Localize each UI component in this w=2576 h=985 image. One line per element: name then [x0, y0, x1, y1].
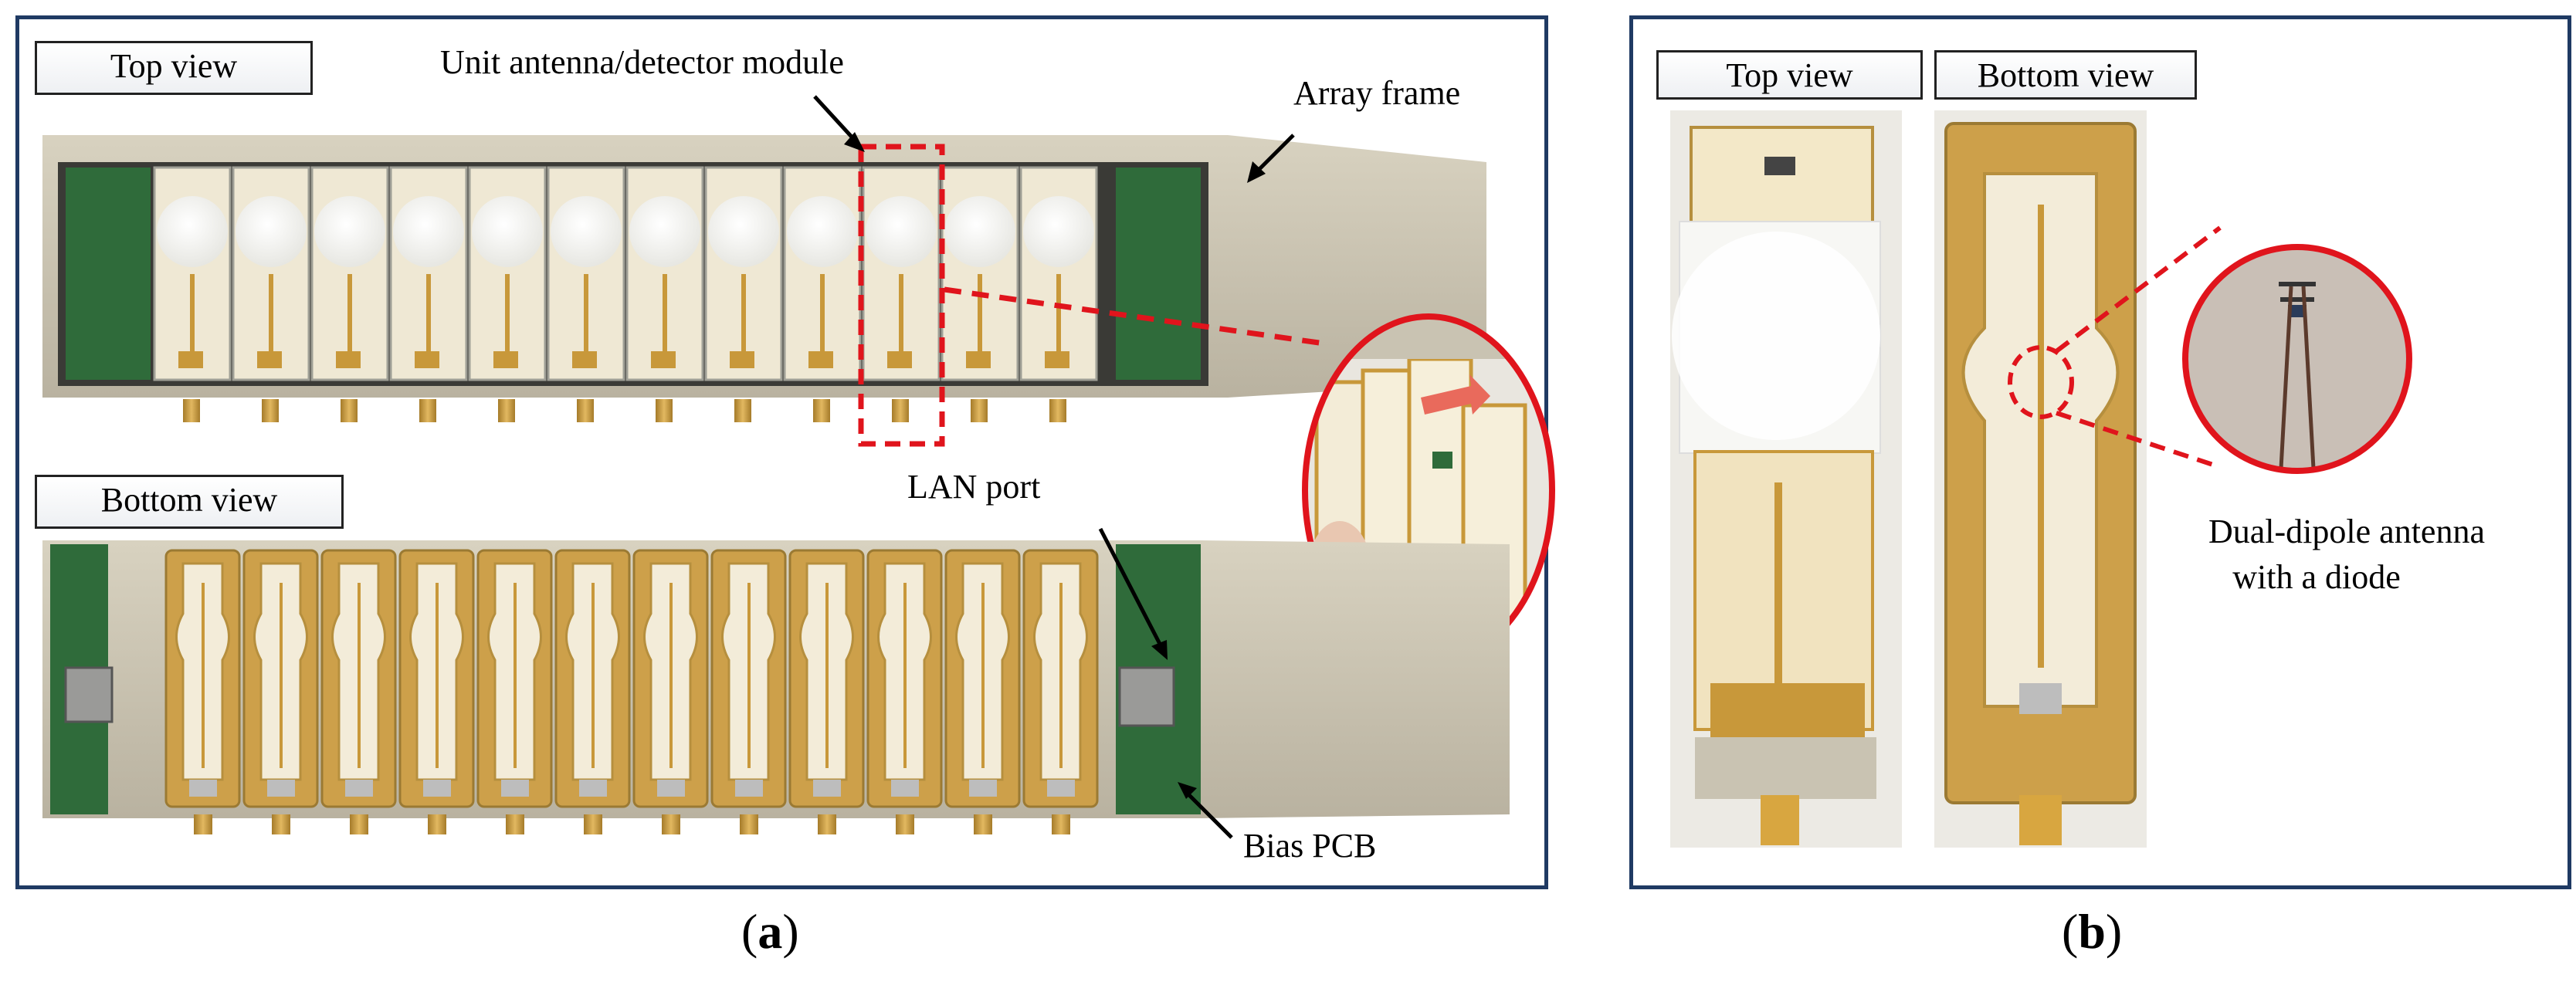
top-module-2	[232, 166, 310, 381]
top-connector-7	[656, 399, 673, 422]
top-module-5	[468, 166, 547, 381]
top-connector-8	[734, 399, 751, 422]
top-module-9	[783, 166, 862, 381]
top-module-10	[862, 166, 941, 381]
top-module-11	[941, 166, 1019, 381]
top-connector-4	[419, 399, 436, 422]
top-connector-11	[971, 399, 988, 422]
bottom-module-3	[320, 549, 397, 808]
bottom-module-12	[1022, 549, 1099, 808]
bottom-module-2	[242, 549, 319, 808]
b-top-view-label: Top view	[1656, 50, 1923, 100]
unit-module-callout: Unit antenna/detector module	[440, 43, 844, 81]
b-top-feedline	[1774, 482, 1782, 714]
bottom-module-5	[476, 549, 553, 808]
bottom-module-1	[164, 549, 241, 808]
lan-port-callout: LAN port	[907, 468, 1041, 506]
dual-dipole-callout: Dual-dipole antenna with a diode	[2208, 512, 2485, 597]
b-diode-highlight	[2008, 345, 2074, 419]
b-zoom-circle	[2182, 244, 2412, 474]
top-connector-2	[262, 399, 279, 422]
bottom-view-label: Bottom view	[35, 475, 344, 529]
bottom-module-8	[710, 549, 787, 808]
bottom-connector-2	[272, 814, 290, 834]
top-module-1	[153, 166, 232, 381]
caption-b-letter: b	[2078, 904, 2106, 959]
dual-dipole-line1: Dual-dipole antenna	[2208, 513, 2485, 550]
panel-a-frame: Top view Unit antenna/detector module Ar…	[15, 15, 1555, 889]
b-bottom-connector	[2019, 795, 2062, 845]
bottom-connector-4	[428, 814, 446, 834]
top-connector-1	[183, 399, 200, 422]
bottom-connector-1	[194, 814, 212, 834]
top-module-6	[547, 166, 625, 381]
bottom-connector-7	[662, 814, 680, 834]
b-top-connector	[1761, 795, 1799, 845]
top-module-7	[625, 166, 704, 381]
bottom-connector-10	[896, 814, 914, 834]
caption-b-close: )	[2105, 904, 2123, 959]
bottom-connector-6	[584, 814, 602, 834]
bias-pcb-callout: Bias PCB	[1243, 827, 1377, 865]
top-view-label: Top view	[35, 41, 313, 95]
top-connector-5	[498, 399, 515, 422]
dual-dipole-line2: with a diode	[2232, 558, 2401, 596]
module-highlight-box	[858, 144, 945, 447]
lan-port	[1118, 666, 1175, 727]
bottom-connector-8	[740, 814, 758, 834]
left-lan-port	[64, 666, 114, 723]
bottom-connector-9	[818, 814, 836, 834]
bottom-module-7	[632, 549, 709, 808]
caption-a-close: )	[782, 904, 799, 959]
top-module-8	[704, 166, 783, 381]
top-connector-9	[813, 399, 830, 422]
bottom-module-4	[398, 549, 475, 808]
b-bottom-dipole	[2038, 205, 2044, 668]
panel-b-frame: Top view Bottom view	[1629, 15, 2571, 889]
top-module-12	[1019, 166, 1098, 381]
top-connector-10	[892, 399, 909, 422]
left-pcb	[66, 168, 151, 380]
top-connector-6	[577, 399, 594, 422]
caption-b-open: (	[2062, 904, 2079, 959]
single-module-photos	[1670, 110, 2412, 848]
caption-a-letter: a	[758, 904, 783, 959]
bottom-connector-3	[350, 814, 368, 834]
bottom-connector-11	[974, 814, 992, 834]
bottom-module-10	[866, 549, 943, 808]
bottom-connector-12	[1052, 814, 1070, 834]
caption-b: (b)	[2062, 903, 2122, 960]
bottom-module-11	[944, 549, 1021, 808]
right-pcb	[1116, 168, 1201, 380]
bottom-module-9	[788, 549, 865, 808]
bottom-module-6	[554, 549, 631, 808]
top-module-4	[389, 166, 468, 381]
bottom-view-array-photo	[42, 527, 1510, 839]
caption-a-open: (	[741, 904, 758, 959]
caption-a: (a)	[741, 903, 799, 960]
bottom-connector-5	[506, 814, 524, 834]
top-view-array-photo	[42, 95, 1486, 447]
array-frame-callout: Array frame	[1293, 74, 1461, 112]
top-connector-3	[341, 399, 358, 422]
top-connector-12	[1049, 399, 1066, 422]
slide-arrow	[1421, 374, 1490, 415]
top-module-3	[310, 166, 389, 381]
b-bottom-view-label: Bottom view	[1934, 50, 2197, 100]
